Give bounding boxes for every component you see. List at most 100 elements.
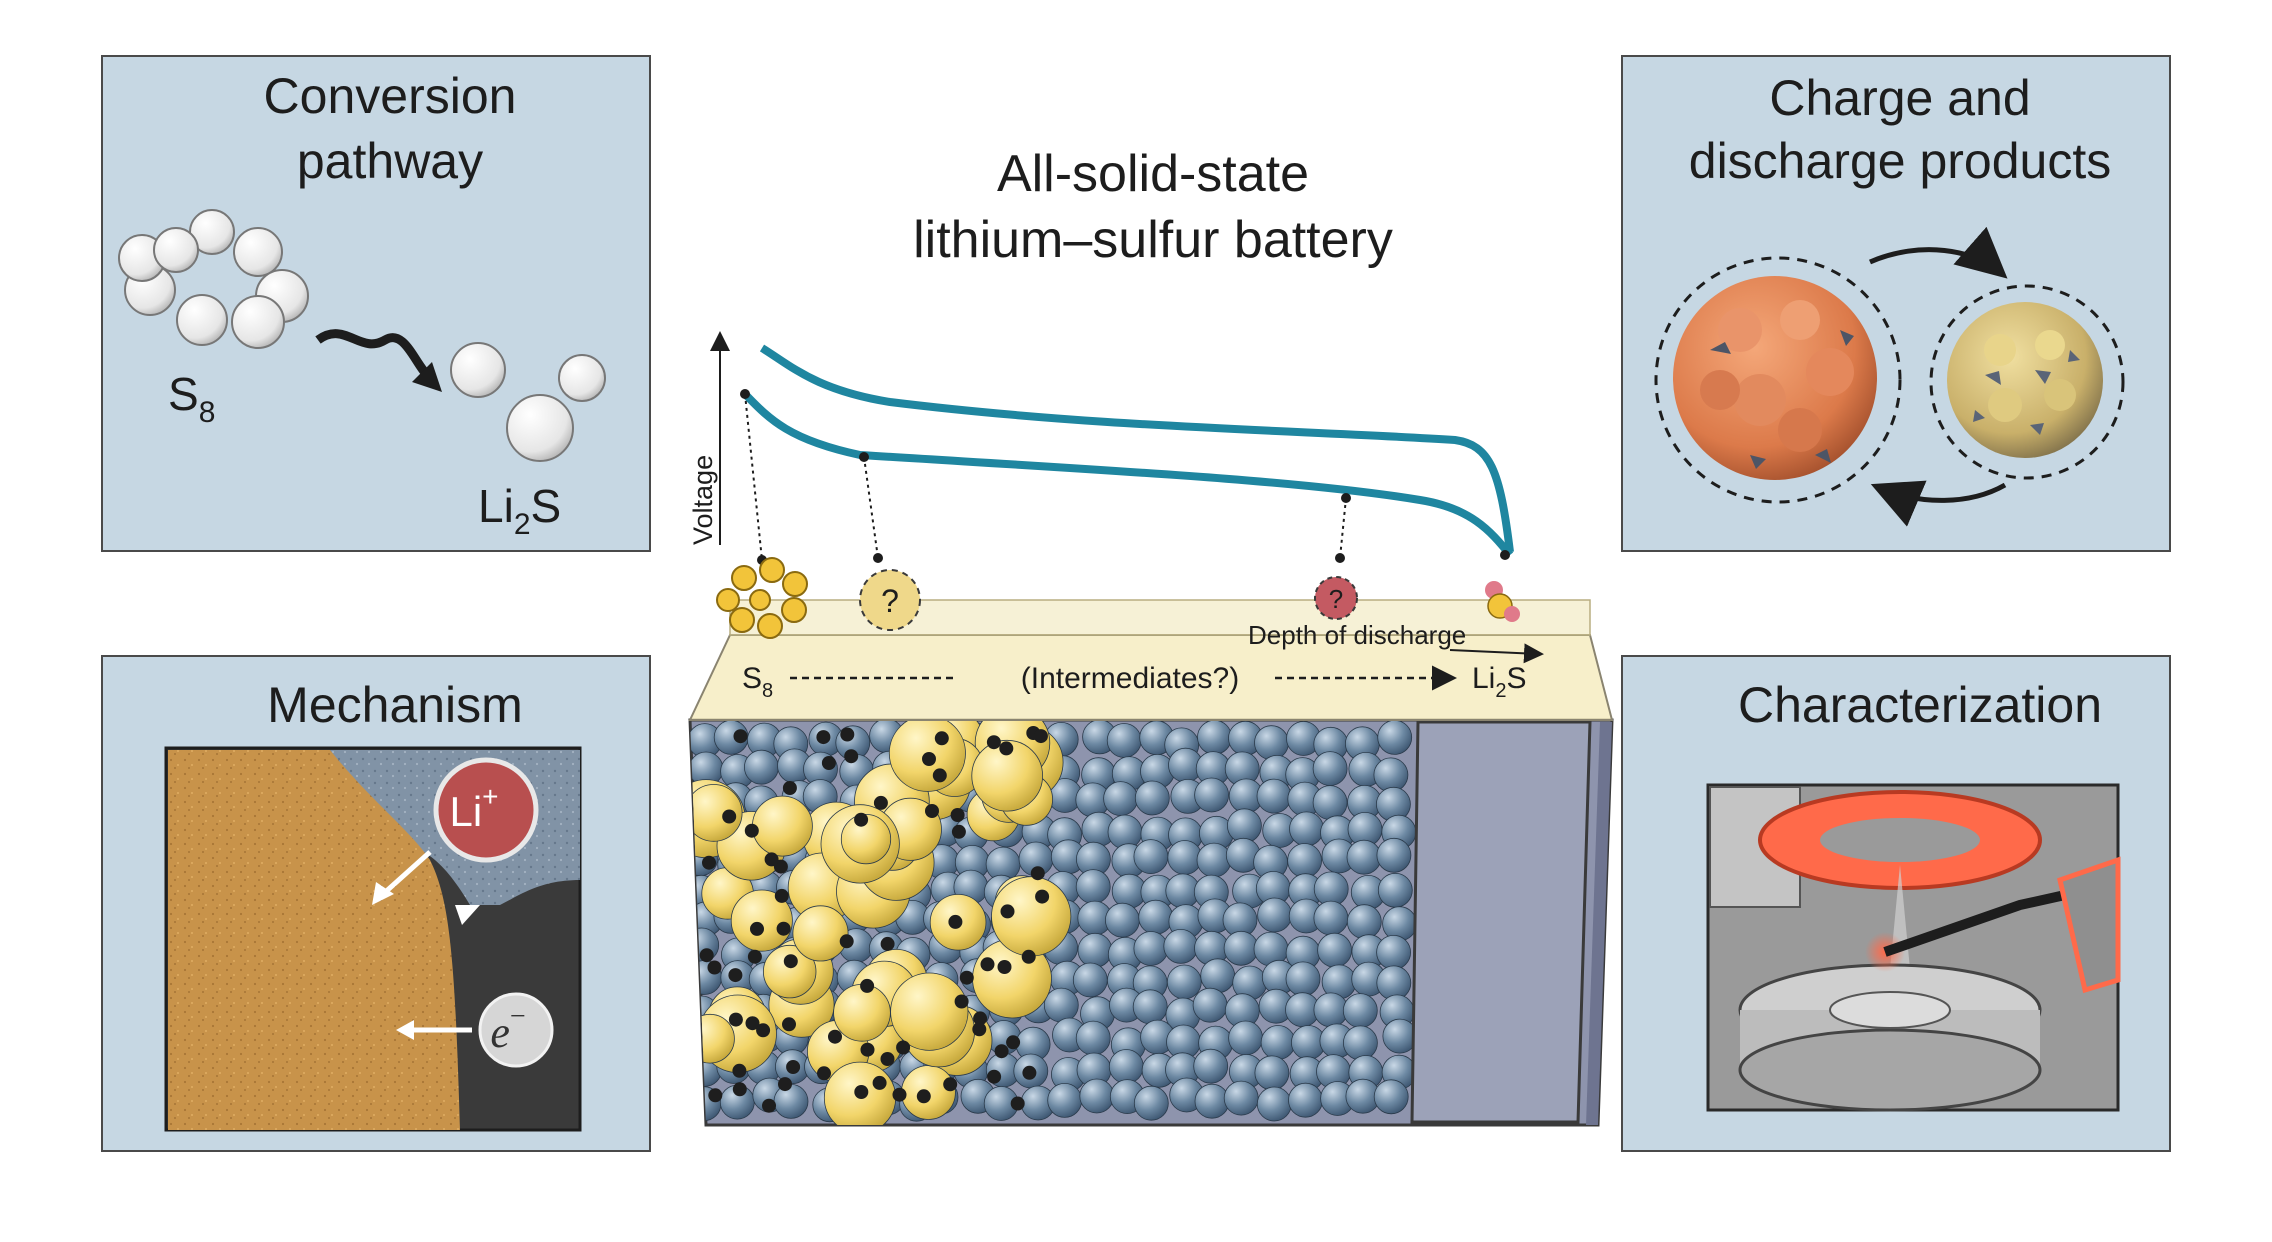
- carbon-particle: [950, 808, 965, 822]
- carbon-particle: [744, 823, 759, 838]
- carbon-particle: [728, 1012, 743, 1027]
- electrolyte-particle: [1312, 751, 1348, 786]
- sulfur-particle-sphere: [792, 905, 849, 962]
- triple-phase-point: [455, 905, 480, 925]
- carbon-particle: [922, 752, 936, 766]
- electrolyte-particle: [1163, 929, 1199, 964]
- s8-particle-boundary: [1929, 284, 2125, 480]
- carbon-particle: [699, 948, 714, 963]
- electrolyte-particle: [1192, 987, 1228, 1023]
- electrolyte-particle: [1138, 899, 1174, 935]
- carbon-particle: [854, 812, 869, 827]
- carbon-particle: [839, 934, 854, 949]
- electrolyte-particle: [1134, 780, 1170, 816]
- sulfur-particle-sphere: [690, 1013, 735, 1064]
- carbon-particle: [732, 1063, 747, 1078]
- electrolyte-particle: [1289, 811, 1324, 847]
- electrolyte-particle: [1346, 904, 1382, 940]
- discharge-arrow: [1870, 480, 2007, 527]
- sulfur-particle-sphere: [763, 944, 817, 999]
- figure-title-line2: lithium–sulfur battery: [913, 211, 1393, 269]
- carbon-particle: [840, 727, 855, 742]
- s8-ring-icon: [716, 557, 808, 639]
- li2s-particle-icon: [1673, 276, 1877, 480]
- electrolyte-particle: [1200, 958, 1236, 994]
- depth-axis-arrow: [1449, 643, 1544, 664]
- electrolyte-particle: [1075, 1020, 1111, 1056]
- electrolyte-particle: [1373, 1079, 1409, 1115]
- carbon-particle: [817, 1066, 831, 1081]
- carbon-particle: [786, 1060, 801, 1074]
- carbon-particle: [1033, 729, 1048, 744]
- carbon-particle: [959, 970, 974, 985]
- electrolyte-particle: [1079, 1078, 1115, 1114]
- carbon-particle: [1035, 889, 1050, 904]
- charge-arrow: [1868, 226, 2008, 279]
- mechanism-panel: Mechanism Li+ e−: [101, 655, 651, 1152]
- carbon-particle: [934, 731, 949, 746]
- electrolyte-particle: [1075, 869, 1111, 904]
- electrolyte-particle: [744, 749, 779, 785]
- carbon-particle: [707, 960, 722, 975]
- electrolyte-particle: [1377, 720, 1413, 755]
- s8-particle-icon: [1947, 302, 2103, 458]
- electrolyte-particle: [1196, 842, 1232, 878]
- carbon-particle: [782, 781, 797, 795]
- s8-molecule-icon: [118, 209, 309, 349]
- li2s-molecule-icon: [450, 342, 606, 462]
- electrolyte-particle: [1382, 906, 1417, 942]
- carbon-particle: [999, 741, 1014, 756]
- probe-holder: [2057, 856, 2121, 994]
- electrolyte-particle: [1373, 757, 1409, 793]
- sulfur-particle-sphere: [690, 784, 743, 842]
- carbon-particle: [916, 1089, 931, 1104]
- path-middle-label: (Intermediates?): [1021, 662, 1239, 695]
- sulfur-particle-sphere: [752, 795, 813, 857]
- discharge-curve: [742, 391, 1514, 558]
- carbon-particle: [986, 735, 1001, 750]
- sulfur-particle-sphere: [840, 813, 892, 865]
- electrolyte-particle: [1167, 840, 1203, 875]
- carbon-particle: [994, 1044, 1009, 1059]
- electrolyte-particle: [1166, 964, 1202, 1000]
- electrolyte-particle: [1077, 932, 1113, 968]
- products-title-line1: Charge and: [1769, 70, 2030, 126]
- electrolyte-particle: [1254, 1055, 1290, 1091]
- sulfur-particle-sphere: [833, 983, 891, 1042]
- mechanism-title: Mechanism: [267, 677, 523, 733]
- electrolyte-particle: [1287, 843, 1322, 878]
- carbon-particle: [1030, 866, 1045, 881]
- electrolyte-particle: [1133, 839, 1169, 874]
- carbon-particle: [954, 994, 969, 1009]
- electrolyte-particle: [1105, 902, 1140, 938]
- conversion-arrow: [315, 329, 434, 382]
- characterization-panel: Characterization: [1621, 655, 2171, 1152]
- electrolyte-particle: [1133, 931, 1169, 966]
- electrolyte-particle: [1072, 962, 1108, 998]
- carbon-particle: [860, 1042, 875, 1057]
- carbon-particle: [708, 1088, 723, 1103]
- conversion-arrowhead: [412, 362, 442, 392]
- electrolyte-particle: [1285, 961, 1321, 997]
- electrolyte-particle: [1313, 900, 1349, 936]
- carbon-particle: [1021, 949, 1036, 964]
- electrolyte-particle: [1194, 777, 1229, 813]
- sulfur-particle-sphere: [890, 972, 969, 1051]
- carbon-particle: [997, 960, 1012, 974]
- carbon-particle: [747, 949, 762, 964]
- carbon-particle: [932, 768, 947, 783]
- carbon-particle: [948, 914, 963, 929]
- electrolyte-particle: [1132, 989, 1168, 1025]
- electrolyte-particle: [1223, 930, 1259, 966]
- electrolyte-particle: [1043, 987, 1079, 1023]
- carbon-particle: [1022, 1065, 1037, 1080]
- sulfur-particle-sphere: [971, 739, 1043, 812]
- electrolyte-particle: [1228, 1020, 1263, 1056]
- carbon-particle: [728, 968, 743, 983]
- voltage-plot: Voltage ? ? Depth of discharge S8 (Inter…: [688, 331, 1544, 702]
- electrolyte-particle: [1260, 1025, 1296, 1060]
- carbon-particle: [764, 852, 779, 867]
- lithium-anode: [1410, 720, 1592, 1124]
- carbon-particle: [872, 1075, 887, 1090]
- electrolyte-particle: [1376, 837, 1412, 873]
